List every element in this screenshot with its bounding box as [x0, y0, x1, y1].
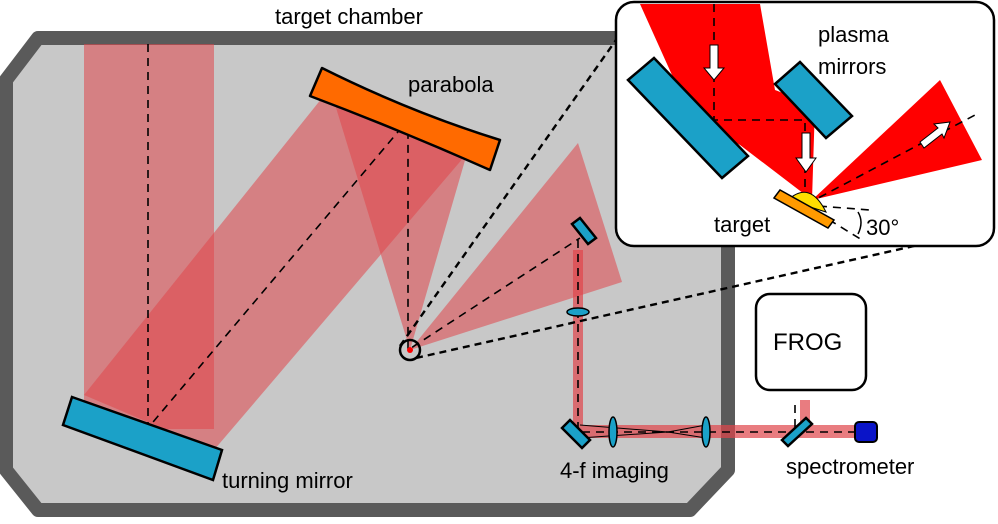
- reflected-beam: [410, 143, 622, 350]
- focus-spot-marker: [398, 338, 422, 362]
- label-frog: FROG: [773, 329, 842, 356]
- label-plasma-mirrors-1: plasma: [818, 22, 890, 47]
- plasma-mirror-2: [773, 60, 854, 140]
- lens-1: [566, 307, 590, 317]
- label-angle: 30°: [866, 215, 899, 240]
- inset-contents: [626, 4, 982, 241]
- imaging-beam-axis: [577, 240, 862, 433]
- inset-incoming-beam: [640, 4, 815, 200]
- target-foil: [772, 189, 836, 229]
- spectrometer-device: [854, 421, 878, 443]
- label-target-chamber: target chamber: [275, 4, 423, 29]
- arrow-icon: [795, 132, 817, 173]
- inset-reflected-beam: [812, 80, 982, 200]
- zoom-line-top: [399, 39, 617, 347]
- label-4f-imaging: 4-f imaging: [560, 458, 669, 483]
- inset-beam-axis: [713, 4, 976, 241]
- arrow-icon: [919, 121, 951, 149]
- label-spectrometer: spectrometer: [786, 454, 914, 479]
- zoom-line-bottom: [415, 226, 995, 360]
- focusing-beam: [330, 88, 468, 350]
- fold-mirror-1: [560, 418, 592, 450]
- lens-3: [701, 416, 711, 448]
- pickoff-mirror: [570, 216, 598, 246]
- frog-box: [754, 292, 868, 392]
- parabola-mirror: [308, 66, 502, 172]
- plasma-mirror-1: [626, 56, 750, 180]
- beam-splitter: [780, 416, 814, 448]
- turning-mirror: [61, 395, 224, 482]
- angle-arc: [857, 211, 862, 235]
- lens-2: [608, 416, 618, 448]
- arrow-icon: [702, 44, 726, 81]
- label-parabola: parabola: [408, 72, 494, 97]
- label-target: target: [714, 212, 770, 237]
- label-plasma-mirrors-2: mirrors: [818, 54, 886, 79]
- label-turning-mirror: turning mirror: [222, 468, 353, 493]
- focus-spot: [407, 347, 413, 353]
